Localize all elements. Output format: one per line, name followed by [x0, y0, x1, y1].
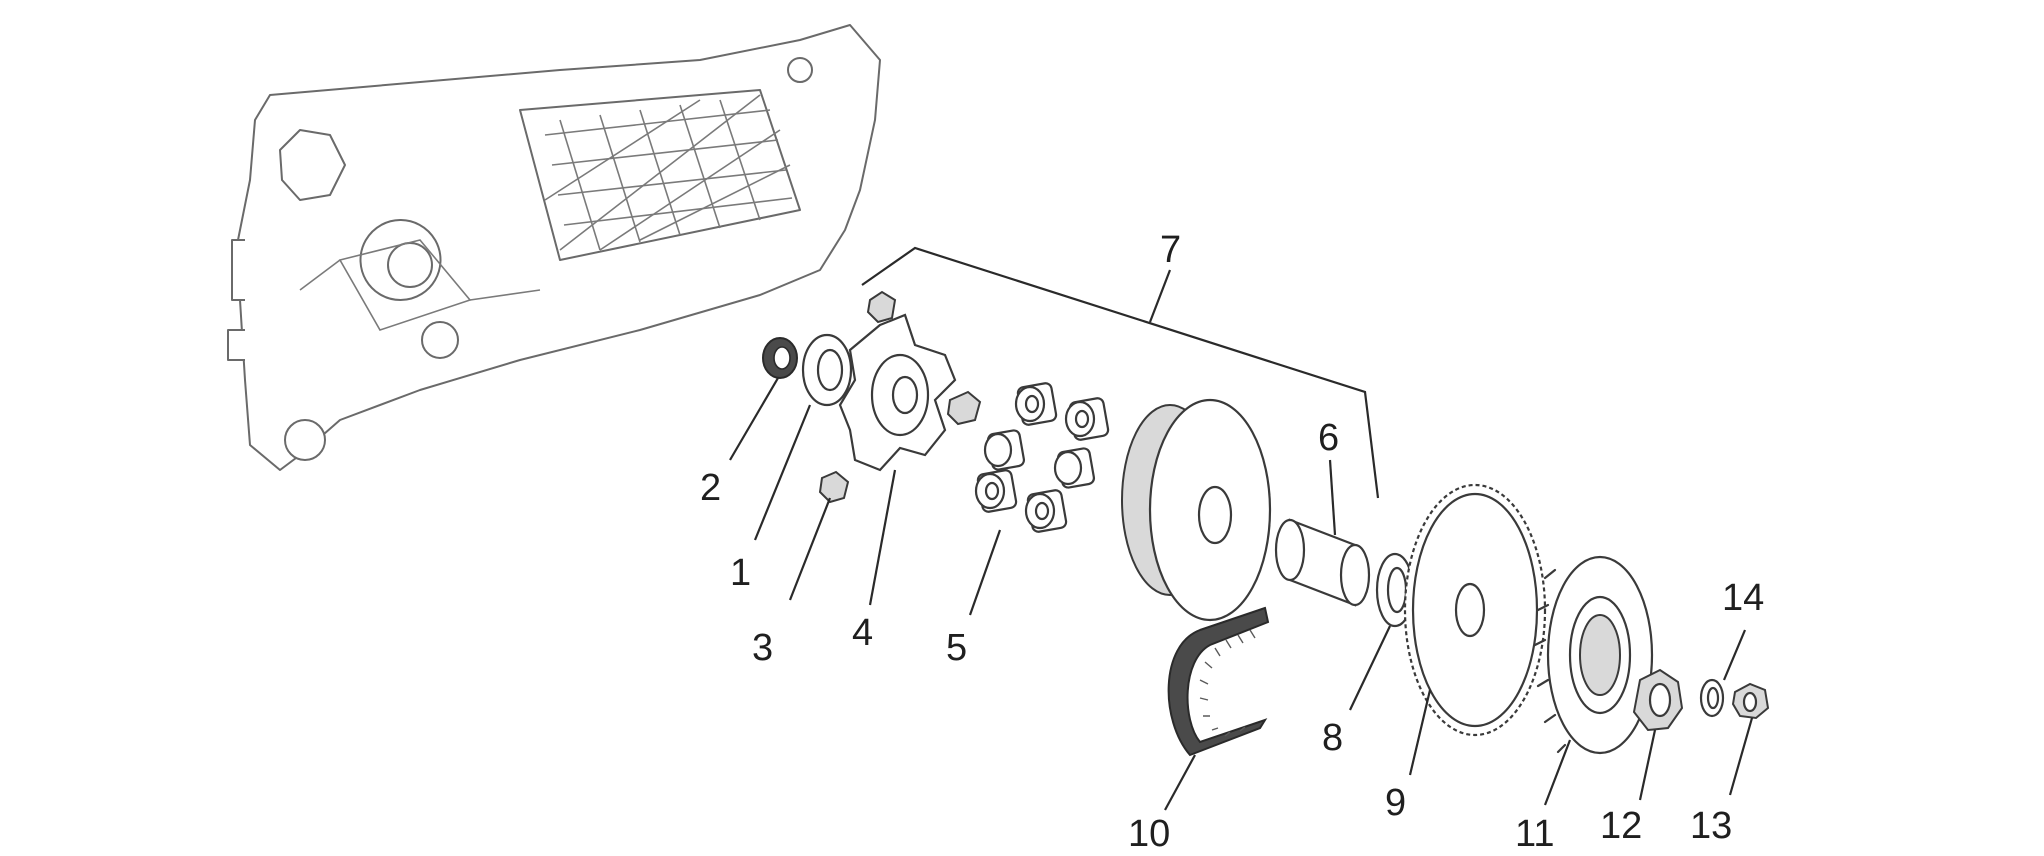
part-4-ramp-plate [838, 313, 957, 472]
callout-8: 8 [1322, 717, 1343, 759]
callout-11: 11 [1515, 813, 1554, 851]
callout-13: 13 [1690, 805, 1732, 847]
crankcase-housing [227, 24, 881, 471]
callout-10: 10 [1128, 813, 1170, 851]
callout-1: 1 [730, 552, 751, 594]
callout-6: 6 [1318, 417, 1339, 459]
part-10-belt [1167, 606, 1270, 757]
callout-14: 14 [1722, 577, 1764, 619]
part-6-sleeve [1274, 518, 1371, 607]
callout-7-bracket [861, 246, 1380, 499]
callout-3: 3 [752, 627, 773, 669]
part-2-bushing [762, 337, 798, 379]
callout-labels: 2 1 3 4 5 7 6 8 9 10 11 12 13 14 [700, 229, 1764, 855]
part-5-rollers [974, 382, 1110, 533]
part-9-gear [1403, 483, 1547, 737]
part-12-carrier [1632, 668, 1684, 732]
part-3-sliders [818, 290, 982, 504]
callout-2: 2 [700, 467, 721, 509]
leader-lines [729, 377, 1754, 811]
part-11-disc [1533, 555, 1654, 755]
callout-12: 12 [1600, 805, 1642, 847]
callout-5: 5 [946, 627, 967, 669]
part-13-nut [1731, 682, 1770, 720]
part-14-washer [1699, 678, 1725, 718]
callout-9: 9 [1385, 782, 1406, 824]
callout-7: 7 [1160, 229, 1181, 271]
callout-4: 4 [852, 612, 873, 654]
part-1-washer [801, 333, 853, 407]
variator-pulley [1121, 398, 1272, 622]
